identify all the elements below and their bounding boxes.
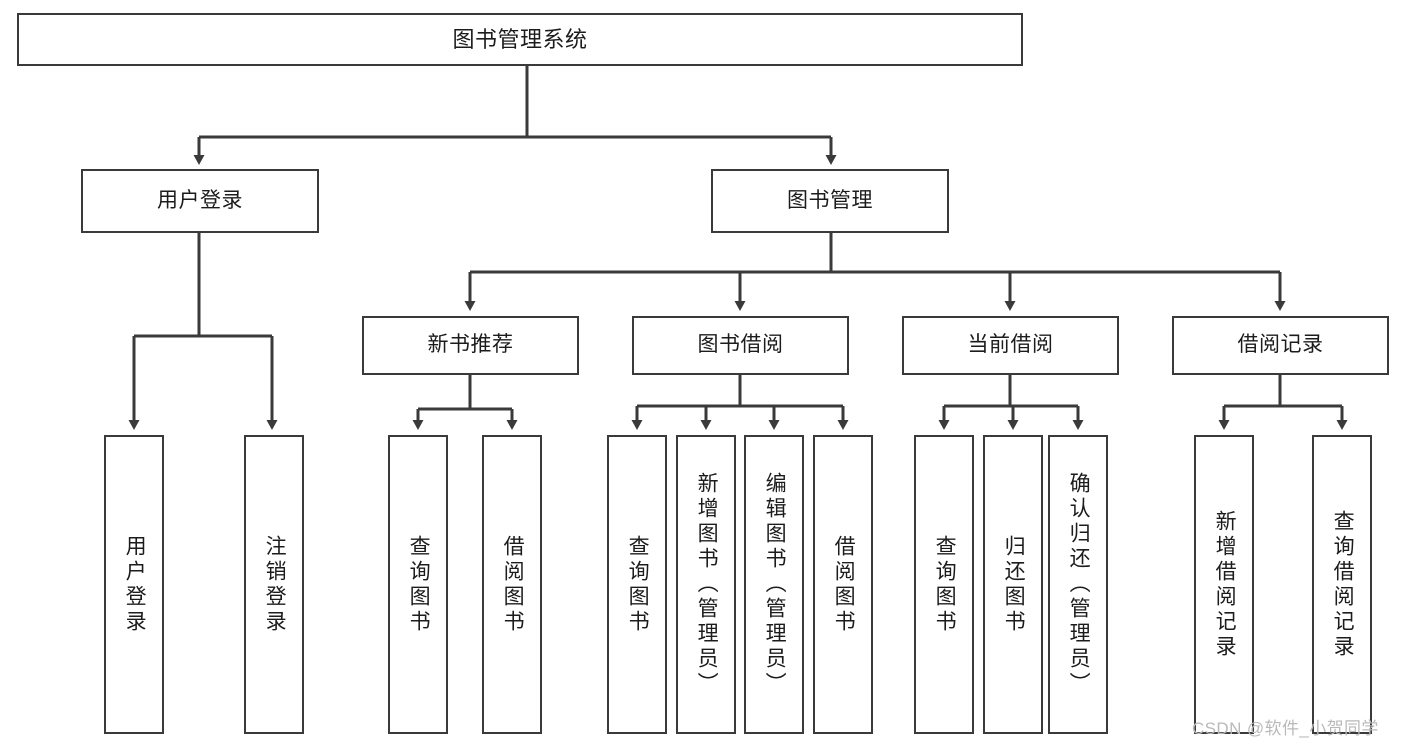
node-label: 查询借阅记录 — [1331, 509, 1355, 660]
node-label: 图书借阅 — [697, 333, 784, 357]
node-label: 查询图书 — [933, 534, 957, 635]
node-book-management[interactable]: 图书管理 — [711, 169, 949, 233]
node-label: 新增图书（管理员） — [695, 472, 719, 697]
leaf-record-query-record[interactable]: 查询借阅记录 — [1312, 435, 1372, 734]
node-new-book-recommend[interactable]: 新书推荐 — [362, 316, 579, 375]
node-label: 新书推荐 — [427, 333, 514, 357]
leaf-record-add-record[interactable]: 新增借阅记录 — [1194, 435, 1254, 734]
node-label: 新增借阅记录 — [1213, 509, 1237, 660]
node-label: 查询图书 — [407, 534, 431, 635]
leaf-borrow-query-book[interactable]: 查询图书 — [607, 435, 667, 734]
node-label: 查询图书 — [626, 534, 650, 635]
leaf-borrow-edit-book-admin[interactable]: 编辑图书（管理员） — [744, 435, 804, 734]
node-label: 借阅图书 — [501, 534, 525, 635]
node-label: 借阅图书 — [832, 534, 856, 635]
node-book-borrow[interactable]: 图书借阅 — [632, 316, 849, 375]
node-label: 图书管理 — [787, 188, 873, 212]
leaf-user-logout[interactable]: 注销登录 — [244, 435, 304, 734]
node-current-borrow[interactable]: 当前借阅 — [902, 316, 1119, 375]
node-borrow-record[interactable]: 借阅记录 — [1172, 316, 1389, 375]
node-label: 借阅记录 — [1237, 333, 1324, 357]
node-label: 图书管理系统 — [452, 26, 588, 52]
node-label: 用户登录 — [123, 534, 147, 635]
leaf-borrow-add-book-admin[interactable]: 新增图书（管理员） — [676, 435, 736, 734]
node-label: 编辑图书（管理员） — [763, 472, 787, 697]
leaf-borrow-borrow-book[interactable]: 借阅图书 — [813, 435, 873, 734]
leaf-current-confirm-return-admin[interactable]: 确认归还（管理员） — [1048, 435, 1108, 734]
leaf-current-return-book[interactable]: 归还图书 — [983, 435, 1043, 734]
leaf-recommend-borrow-book[interactable]: 借阅图书 — [482, 435, 542, 734]
leaf-recommend-query-book[interactable]: 查询图书 — [388, 435, 448, 734]
node-label: 归还图书 — [1002, 534, 1026, 635]
node-user-login[interactable]: 用户登录 — [81, 169, 319, 233]
leaf-user-login[interactable]: 用户登录 — [104, 435, 164, 734]
leaf-current-query-book[interactable]: 查询图书 — [914, 435, 974, 734]
watermark: CSDN @软件_小贺同学 — [1192, 719, 1379, 738]
node-root-system[interactable]: 图书管理系统 — [17, 13, 1023, 66]
node-label: 当前借阅 — [967, 333, 1054, 357]
node-label: 注销登录 — [263, 534, 287, 635]
node-label: 确认归还（管理员） — [1067, 472, 1091, 697]
node-label: 用户登录 — [157, 188, 243, 212]
